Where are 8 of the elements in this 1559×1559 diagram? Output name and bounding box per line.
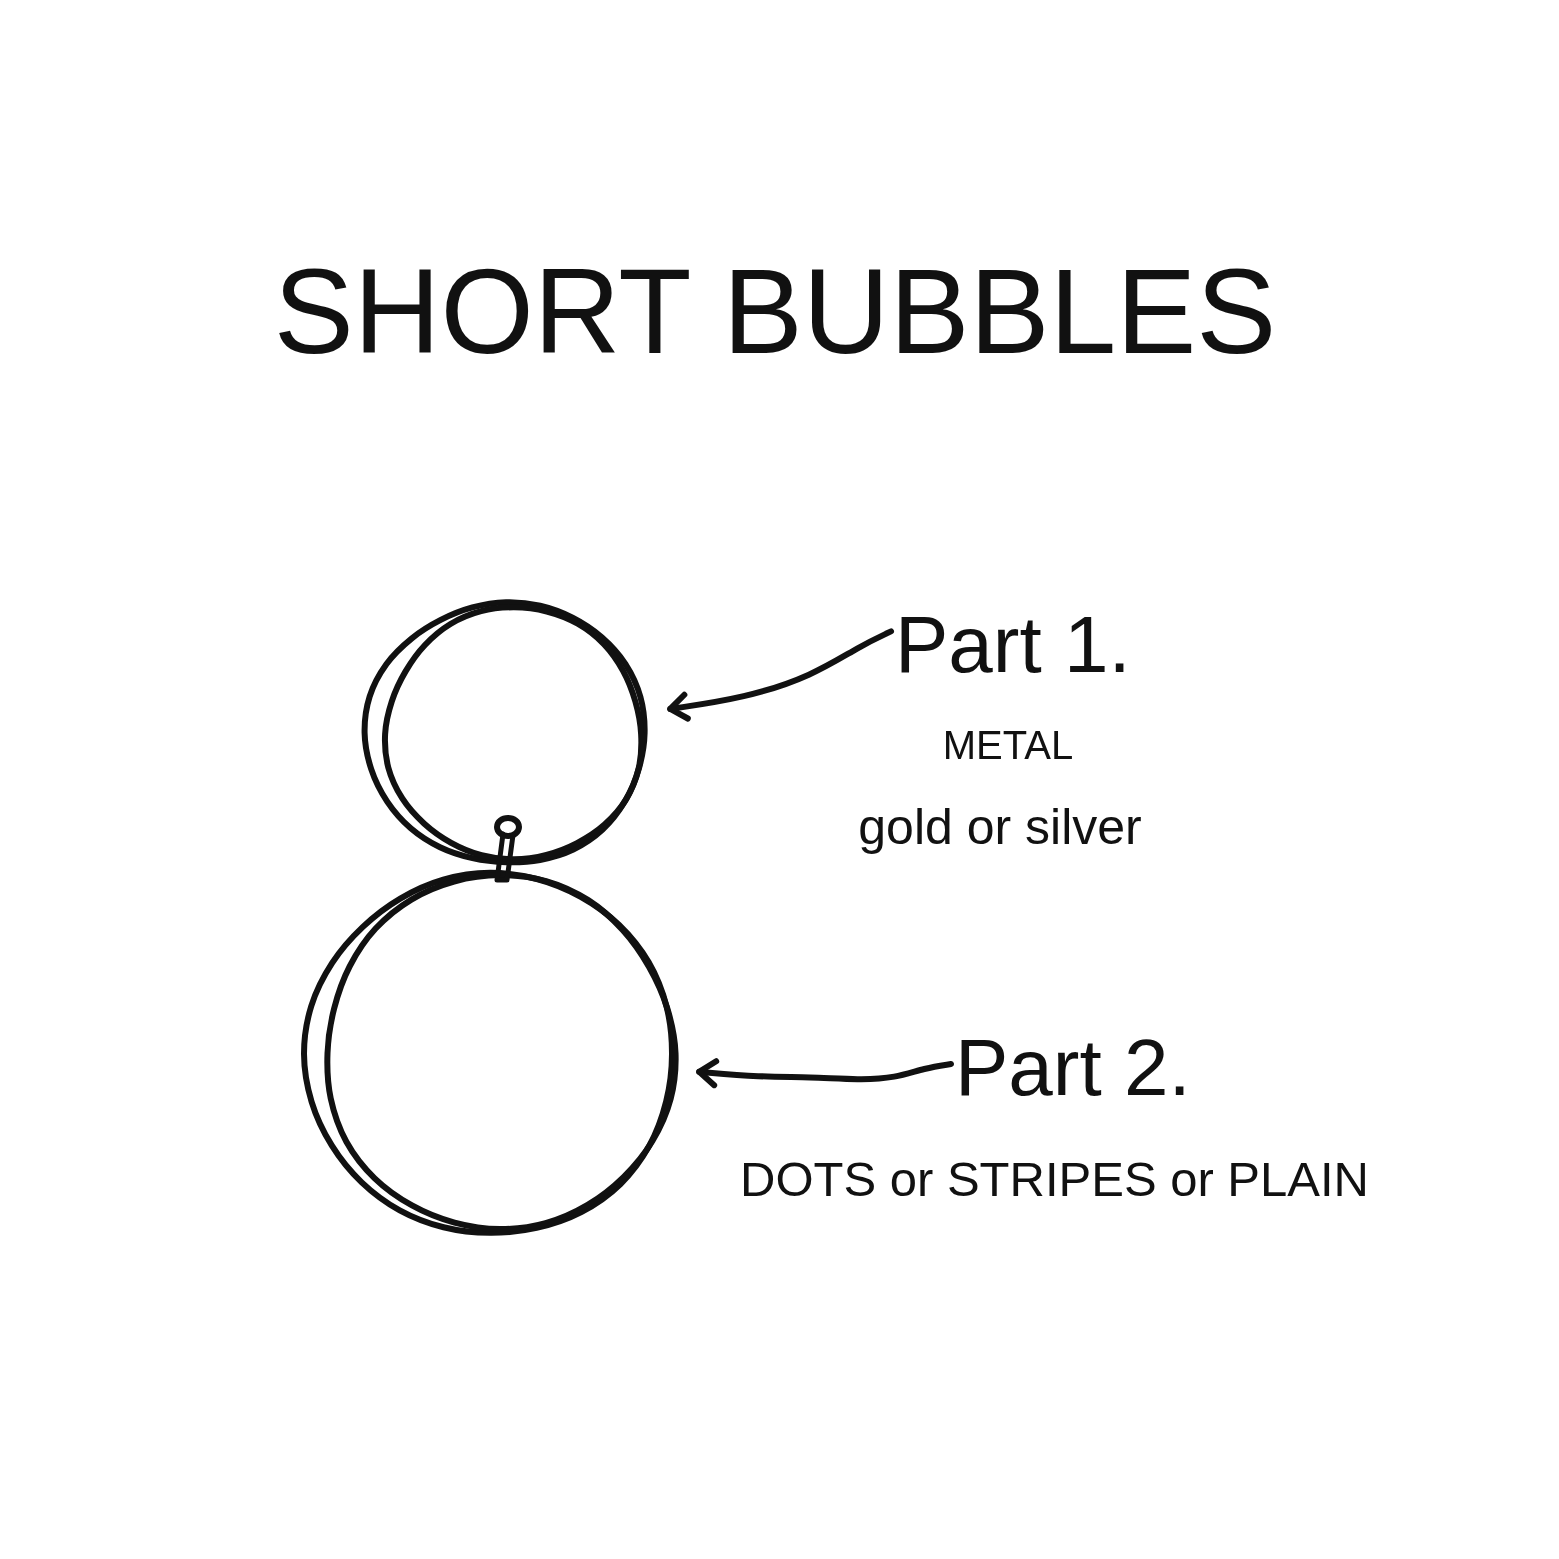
part-heading: Part 1. (895, 605, 1131, 685)
title: SHORT BUBBLES (273, 251, 1277, 371)
caption-text: METAL (942, 725, 1074, 765)
caption-text: gold or silver (858, 802, 1142, 852)
caption-text: DOTS or STRIPES or PLAIN (740, 1155, 1369, 1204)
part-heading: Part 2. (955, 1028, 1191, 1108)
arrow (667, 628, 894, 722)
arrow (696, 1058, 954, 1089)
